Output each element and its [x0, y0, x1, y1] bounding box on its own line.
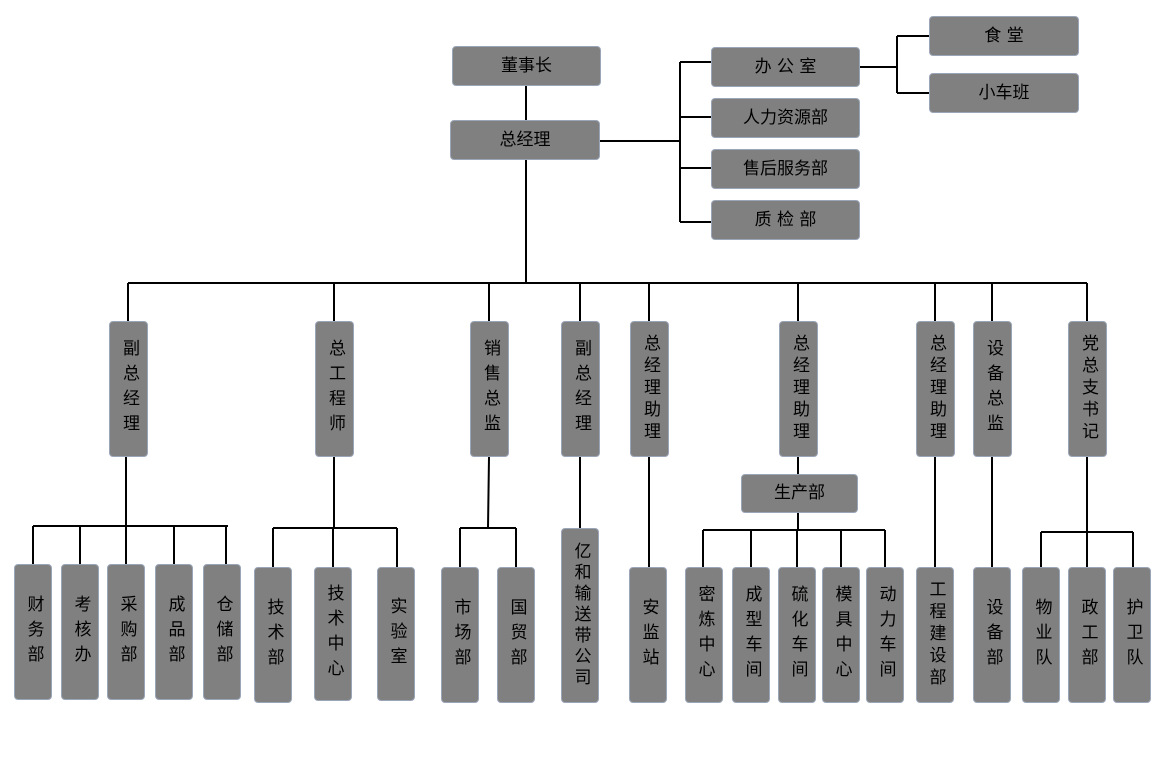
warehouse-label: 仓储部	[212, 594, 233, 670]
gm-assistant-1-box: 总经理助理	[630, 321, 669, 457]
molding-workshop-label: 成型车间	[741, 585, 762, 685]
curing-workshop-label: 硫化车间	[787, 585, 808, 685]
political-dept-box: 政工部	[1068, 567, 1106, 703]
power-workshop-box: 动力车间	[866, 567, 904, 703]
finance-label: 财务部	[23, 594, 44, 670]
equipment-director-label: 设备总监	[983, 339, 1003, 439]
vice-gm-2-label: 副总经理	[571, 339, 591, 439]
lab-box: 实验室	[377, 567, 415, 701]
gm-assistant-1-label: 总经理助理	[640, 334, 660, 444]
yihe-company-label: 亿和输送带公司	[570, 542, 591, 689]
gm-assistant-3-box: 总经理助理	[916, 321, 955, 457]
property-team-box: 物业队	[1022, 567, 1060, 703]
production-label: 生产部	[774, 483, 825, 504]
sales-director-box: 销售总监	[470, 321, 509, 457]
canteen-label: 食 堂	[984, 25, 1024, 46]
finished-goods-label: 成品部	[164, 594, 185, 670]
mold-center-label: 模具中心	[831, 585, 852, 685]
office-box: 办 公 室	[711, 47, 860, 87]
safety-station-box: 安监站	[629, 567, 667, 703]
mold-center-box: 模具中心	[822, 567, 860, 703]
gm-assistant-2-box: 总经理助理	[779, 321, 818, 457]
chairman-box: 董事长	[452, 46, 601, 86]
tech-center-label: 技术中心	[323, 584, 344, 684]
market-box: 市场部	[441, 567, 479, 703]
gm-assistant-2-label: 总经理助理	[789, 334, 809, 444]
vice-gm-2-box: 副总经理	[561, 321, 600, 457]
equipment-director-box: 设备总监	[973, 321, 1012, 457]
tech-dept-box: 技术部	[254, 567, 292, 703]
assessment-box: 考核办	[61, 564, 99, 700]
tech-center-box: 技术中心	[314, 567, 352, 701]
production-box: 生产部	[741, 474, 858, 513]
after-sales-label: 售后服务部	[743, 158, 828, 179]
finished-goods-box: 成品部	[155, 564, 193, 700]
safety-station-label: 安监站	[638, 597, 659, 673]
political-dept-label: 政工部	[1077, 597, 1098, 673]
market-label: 市场部	[450, 597, 471, 673]
yihe-company-box: 亿和输送带公司	[561, 528, 599, 703]
power-workshop-label: 动力车间	[875, 585, 896, 685]
car-team-label: 小车班	[978, 82, 1030, 103]
vice-gm-1-label: 副总经理	[119, 339, 139, 439]
qc-label: 质 检 部	[754, 209, 817, 230]
mixing-center-box: 密炼中心	[685, 567, 723, 703]
gm-assistant-3-label: 总经理助理	[926, 334, 946, 444]
party-secretary-box: 党总支书记	[1068, 321, 1107, 457]
construction-dept-label: 工程建设部	[925, 580, 946, 690]
guard-team-label: 护卫队	[1122, 597, 1143, 673]
car-team-box: 小车班	[929, 73, 1079, 113]
equipment-dept-label: 设备部	[982, 597, 1003, 673]
hr-box: 人力资源部	[711, 98, 860, 138]
vice-gm-1-box: 副总经理	[109, 321, 148, 457]
purchasing-box: 采购部	[107, 564, 145, 700]
lab-label: 实验室	[386, 596, 407, 672]
assessment-label: 考核办	[70, 594, 91, 670]
mixing-center-label: 密炼中心	[694, 585, 715, 685]
finance-box: 财务部	[14, 564, 52, 700]
tech-dept-label: 技术部	[263, 597, 284, 673]
canteen-box: 食 堂	[929, 16, 1079, 56]
property-team-label: 物业队	[1031, 597, 1052, 673]
chief-engineer-label: 总工程师	[325, 339, 345, 439]
guard-team-box: 护卫队	[1113, 567, 1151, 703]
intl-trade-label: 国贸部	[506, 597, 527, 673]
party-secretary-label: 党总支书记	[1078, 334, 1098, 444]
molding-workshop-box: 成型车间	[732, 567, 770, 703]
construction-dept-box: 工程建设部	[916, 567, 954, 703]
office-label: 办 公 室	[754, 56, 817, 77]
general-manager-box: 总经理	[450, 120, 600, 160]
general-manager-label: 总经理	[499, 129, 551, 150]
purchasing-label: 采购部	[116, 594, 137, 670]
equipment-dept-box: 设备部	[973, 567, 1011, 703]
hr-label: 人力资源部	[743, 107, 828, 128]
chairman-label: 董事长	[501, 55, 552, 76]
warehouse-box: 仓储部	[203, 564, 241, 700]
curing-workshop-box: 硫化车间	[778, 567, 816, 703]
after-sales-box: 售后服务部	[711, 149, 860, 189]
qc-box: 质 检 部	[711, 200, 860, 240]
chief-engineer-box: 总工程师	[315, 321, 354, 457]
intl-trade-box: 国贸部	[497, 567, 535, 703]
sales-director-label: 销售总监	[480, 339, 500, 439]
